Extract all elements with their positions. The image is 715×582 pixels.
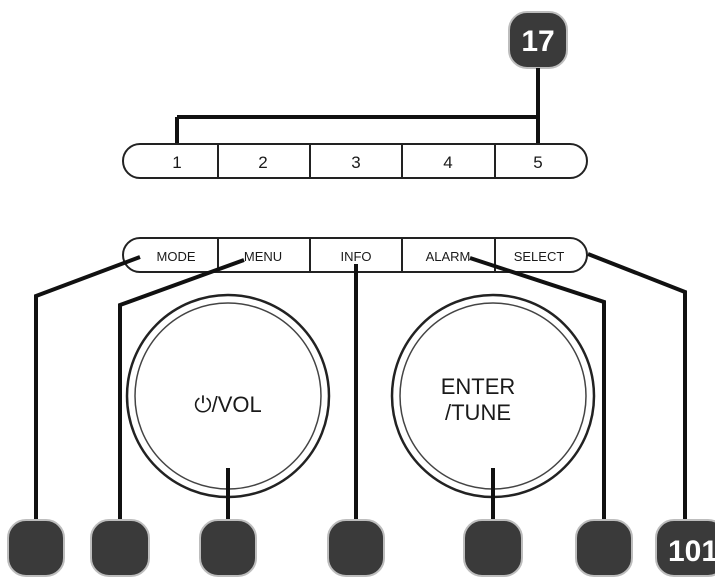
enter-tune-knob-label-line1: ENTER xyxy=(441,374,516,399)
callout-badges-bottom xyxy=(7,519,715,577)
leader-line-alarm xyxy=(469,256,606,522)
enter-tune-knob[interactable]: ENTER /TUNE xyxy=(390,293,596,499)
callout-badge-info xyxy=(327,519,385,577)
callout-badge-mode xyxy=(7,519,65,577)
leader-line-mode xyxy=(34,255,141,522)
mode-button[interactable]: MODE xyxy=(157,249,196,264)
select-button[interactable]: SELECT xyxy=(514,249,565,264)
callout-badge-enter-tune xyxy=(463,519,523,577)
leader-line-select xyxy=(587,252,687,522)
callout-badge-top-label: 17 xyxy=(521,25,554,58)
menu-button[interactable]: MENU xyxy=(244,249,282,264)
leader-lines xyxy=(34,252,687,522)
alarm-button[interactable]: ALARM xyxy=(426,249,471,264)
preset-bracket xyxy=(175,68,540,148)
callout-badge-menu xyxy=(90,519,150,577)
callout-badge-top: 17 xyxy=(508,11,568,69)
info-button[interactable]: INFO xyxy=(340,249,371,264)
callout-badge-select-label: 101 xyxy=(668,535,715,568)
preset-button-1[interactable]: 1 xyxy=(172,153,181,172)
enter-tune-knob-label-line2: /TUNE xyxy=(445,400,511,425)
preset-button-3[interactable]: 3 xyxy=(351,153,360,172)
preset-button-5[interactable]: 5 xyxy=(533,153,542,172)
power-volume-knob[interactable]: ⏻/VOL xyxy=(125,293,331,499)
preset-strip-outline xyxy=(122,143,588,179)
preset-button-strip: 1 2 3 4 5 xyxy=(122,143,588,179)
preset-button-4[interactable]: 4 xyxy=(443,153,452,172)
preset-button-2[interactable]: 2 xyxy=(258,153,267,172)
power-volume-knob-label: ⏻/VOL xyxy=(194,392,262,417)
leader-line-menu xyxy=(118,258,245,522)
callout-badge-select xyxy=(655,519,715,577)
callout-badge-power-volume xyxy=(199,519,257,577)
callout-badge-alarm xyxy=(575,519,633,577)
